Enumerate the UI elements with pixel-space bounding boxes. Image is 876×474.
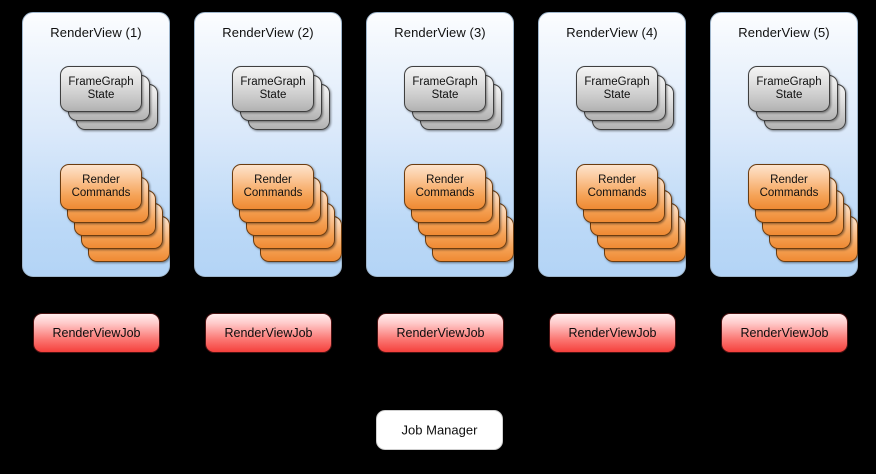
render-view-job-label: RenderViewJob: [52, 326, 141, 340]
render-commands-label: Render Commands: [415, 174, 475, 199]
framegraph-state-card: FrameGraph State: [60, 66, 142, 112]
framegraph-state-stack: FrameGraph State: [748, 66, 848, 138]
render-view-job-label: RenderViewJob: [740, 326, 829, 340]
render-commands-card: Render Commands: [748, 164, 830, 210]
render-commands-stack: Render Commands: [60, 164, 170, 264]
render-commands-card: Render Commands: [404, 164, 486, 210]
render-view-job-label: RenderViewJob: [568, 326, 657, 340]
render-commands-label: Render Commands: [71, 174, 131, 199]
render-commands-label: Render Commands: [587, 174, 647, 199]
render-view-job-4[interactable]: RenderViewJob: [549, 313, 676, 353]
render-view-job-1[interactable]: RenderViewJob: [33, 313, 160, 353]
framegraph-state-label: FrameGraph State: [240, 76, 306, 101]
render-commands-card: Render Commands: [60, 164, 142, 210]
render-commands-label: Render Commands: [243, 174, 303, 199]
render-commands-stack: Render Commands: [404, 164, 514, 264]
framegraph-state-stack: FrameGraph State: [232, 66, 332, 138]
render-view-job-3[interactable]: RenderViewJob: [377, 313, 504, 353]
render-commands-stack: Render Commands: [748, 164, 858, 264]
render-view-title: RenderView (1): [50, 25, 142, 40]
framegraph-state-label: FrameGraph State: [756, 76, 822, 101]
render-view-title: RenderView (3): [394, 25, 486, 40]
render-commands-label: Render Commands: [759, 174, 819, 199]
render-view-job-5[interactable]: RenderViewJob: [721, 313, 848, 353]
render-view-job-2[interactable]: RenderViewJob: [205, 313, 332, 353]
framegraph-state-stack: FrameGraph State: [60, 66, 160, 138]
render-commands-card: Render Commands: [576, 164, 658, 210]
framegraph-state-stack: FrameGraph State: [404, 66, 504, 138]
job-manager-box[interactable]: Job Manager: [376, 410, 503, 450]
framegraph-state-card: FrameGraph State: [232, 66, 314, 112]
render-view-job-label: RenderViewJob: [224, 326, 313, 340]
framegraph-state-card: FrameGraph State: [404, 66, 486, 112]
framegraph-state-card: FrameGraph State: [748, 66, 830, 112]
render-commands-stack: Render Commands: [232, 164, 342, 264]
framegraph-state-label: FrameGraph State: [68, 76, 134, 101]
render-view-job-label: RenderViewJob: [396, 326, 485, 340]
framegraph-state-stack: FrameGraph State: [576, 66, 676, 138]
render-commands-card: Render Commands: [232, 164, 314, 210]
render-commands-stack: Render Commands: [576, 164, 686, 264]
job-manager-label: Job Manager: [401, 422, 478, 438]
render-view-title: RenderView (2): [222, 25, 314, 40]
render-view-title: RenderView (5): [738, 25, 830, 40]
framegraph-state-card: FrameGraph State: [576, 66, 658, 112]
render-view-title: RenderView (4): [566, 25, 658, 40]
framegraph-state-label: FrameGraph State: [412, 76, 478, 101]
framegraph-state-label: FrameGraph State: [584, 76, 650, 101]
